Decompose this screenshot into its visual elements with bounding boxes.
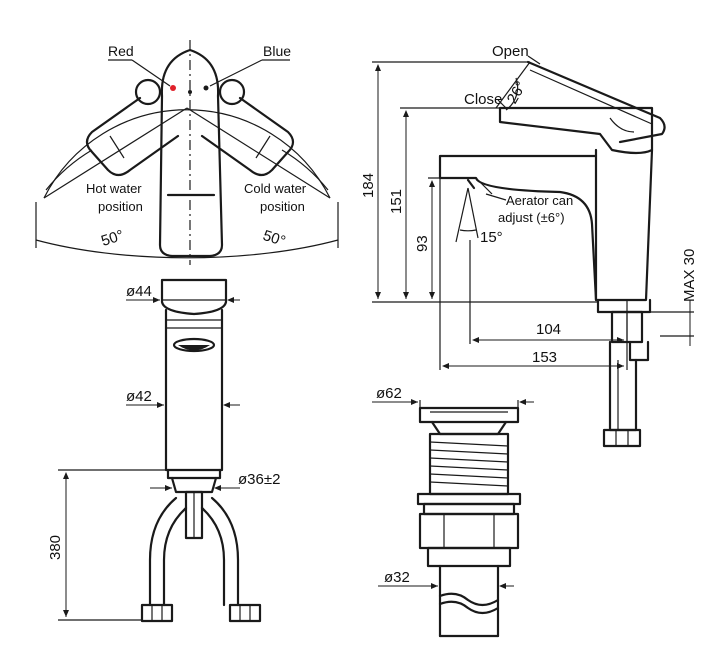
left-angle-label: 50° — [99, 227, 126, 250]
hose-right-outer — [210, 496, 240, 607]
swing-arc — [43, 109, 331, 199]
front-view-top: Red Blue Hot water position Cold water p… — [35, 40, 339, 265]
hot-knob — [134, 78, 162, 106]
drain-nut — [418, 512, 520, 550]
lever-open — [526, 60, 666, 144]
height-380-label: 380 — [47, 535, 64, 560]
dim-151-label: 151 — [388, 189, 405, 214]
hot-water-label-1: Hot water — [86, 181, 142, 196]
cold-handle — [200, 96, 295, 177]
blue-label: Blue — [263, 43, 291, 59]
dia-62-label: ø62 — [376, 385, 402, 402]
dia-36-label: ø36±2 — [238, 471, 280, 488]
side-view: 26° Open Close 15° Aerator can adjust (±… — [360, 43, 698, 448]
hot-handle — [85, 96, 180, 177]
dim-184-label: 184 — [360, 173, 377, 198]
dia-32-label: ø32 — [384, 569, 410, 586]
hot-water-label-2: position — [98, 199, 143, 214]
cold-water-label-1: Cold water — [244, 181, 307, 196]
dim-93-label: 93 — [414, 235, 431, 252]
close-label: Close — [464, 91, 502, 108]
red-marker — [170, 85, 176, 91]
aerator-label-2: adjust (±6°) — [498, 210, 565, 225]
angle-15-label: 15° — [480, 229, 503, 246]
dia-42-label: ø42 — [126, 388, 152, 405]
dim-max30-label: MAX 30 — [681, 249, 698, 302]
hose-left-outer — [148, 496, 178, 607]
angle-26-label: 26° — [504, 79, 530, 107]
drain-cap — [418, 406, 520, 424]
blue-marker — [203, 85, 209, 91]
lever-body — [158, 48, 224, 258]
cold-water-label-2: position — [260, 199, 305, 214]
red-label: Red — [108, 43, 134, 59]
front-view-body: ø44 ø42 ø36±2 — [47, 278, 280, 623]
lever-closed — [498, 106, 654, 155]
side-body — [594, 148, 654, 302]
dim-104-label: 104 — [536, 321, 561, 338]
open-label: Open — [492, 43, 529, 60]
dia-44-label: ø44 — [126, 283, 152, 300]
aerator-label-1: Aerator can — [506, 193, 573, 208]
dim-153-label: 153 — [532, 349, 557, 366]
right-angle-label: 50° — [261, 227, 288, 250]
pop-up-drain: ø62 ø32 — [372, 385, 534, 638]
cold-knob — [218, 78, 246, 106]
